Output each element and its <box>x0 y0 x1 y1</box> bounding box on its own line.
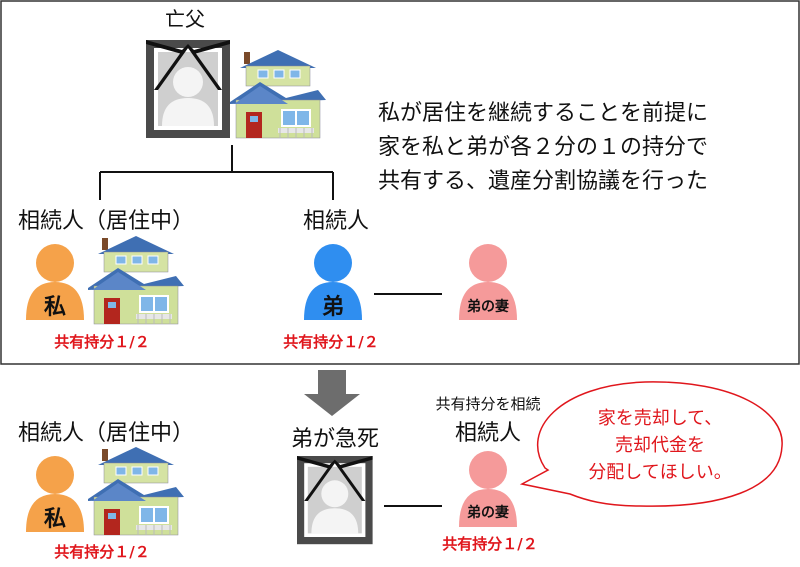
wife-heir-label: 相続人 <box>455 421 521 446</box>
brother-char: 弟 <box>322 294 344 320</box>
family-house-icon <box>229 49 327 139</box>
speech-line-1: 家を売却して、 <box>598 408 723 429</box>
top-panel-border <box>0 0 800 365</box>
wife-inherit-caption: 共有持分を相続 <box>435 395 540 413</box>
me-house-icon <box>87 235 185 325</box>
deceased-portrait-icon <box>146 40 230 138</box>
me-house-icon-bottom <box>87 446 185 536</box>
down-arrow-icon <box>304 370 360 416</box>
brother-person-icon <box>304 244 362 320</box>
wife-label-bottom: 弟の妻 <box>467 504 509 521</box>
speech-line-2: 売却代金を <box>615 435 705 456</box>
family-tree-connector <box>99 145 334 200</box>
description-line-1: 私が居住を継続することを前提に <box>378 101 708 126</box>
description-line-2: 家を私と弟が各２分の１の持分で <box>378 135 708 160</box>
me-char-bottom: 私 <box>44 507 66 532</box>
deceased-father-label: 亡父 <box>165 7 205 31</box>
brother-died-label: 弟が急死 <box>291 427 379 452</box>
me-share-bottom: 共有持分１/２ <box>54 543 149 561</box>
wife-share: 共有持分１/２ <box>442 535 537 553</box>
me-share-top: 共有持分１/２ <box>54 333 149 351</box>
me-person-icon-bottom <box>26 456 84 532</box>
heir-me-label: 相続人（居住中） <box>18 209 194 234</box>
brother-portrait-icon <box>297 456 373 545</box>
heir-brother-label: 相続人 <box>303 209 369 234</box>
wife-label-top: 弟の妻 <box>467 298 509 315</box>
me-person-icon <box>26 244 84 320</box>
brother-share: 共有持分１/２ <box>283 333 378 351</box>
description-line-3: 共有する、遺産分割協議を行った <box>378 169 708 194</box>
speech-line-3: 分配してほしい。 <box>588 462 731 483</box>
me-char: 私 <box>44 295 66 320</box>
speech-bubble <box>519 381 783 507</box>
wife-person-icon-top <box>459 244 517 320</box>
wife-person-icon-bottom <box>459 451 517 527</box>
heir-me-label-bottom: 相続人（居住中） <box>18 421 194 446</box>
